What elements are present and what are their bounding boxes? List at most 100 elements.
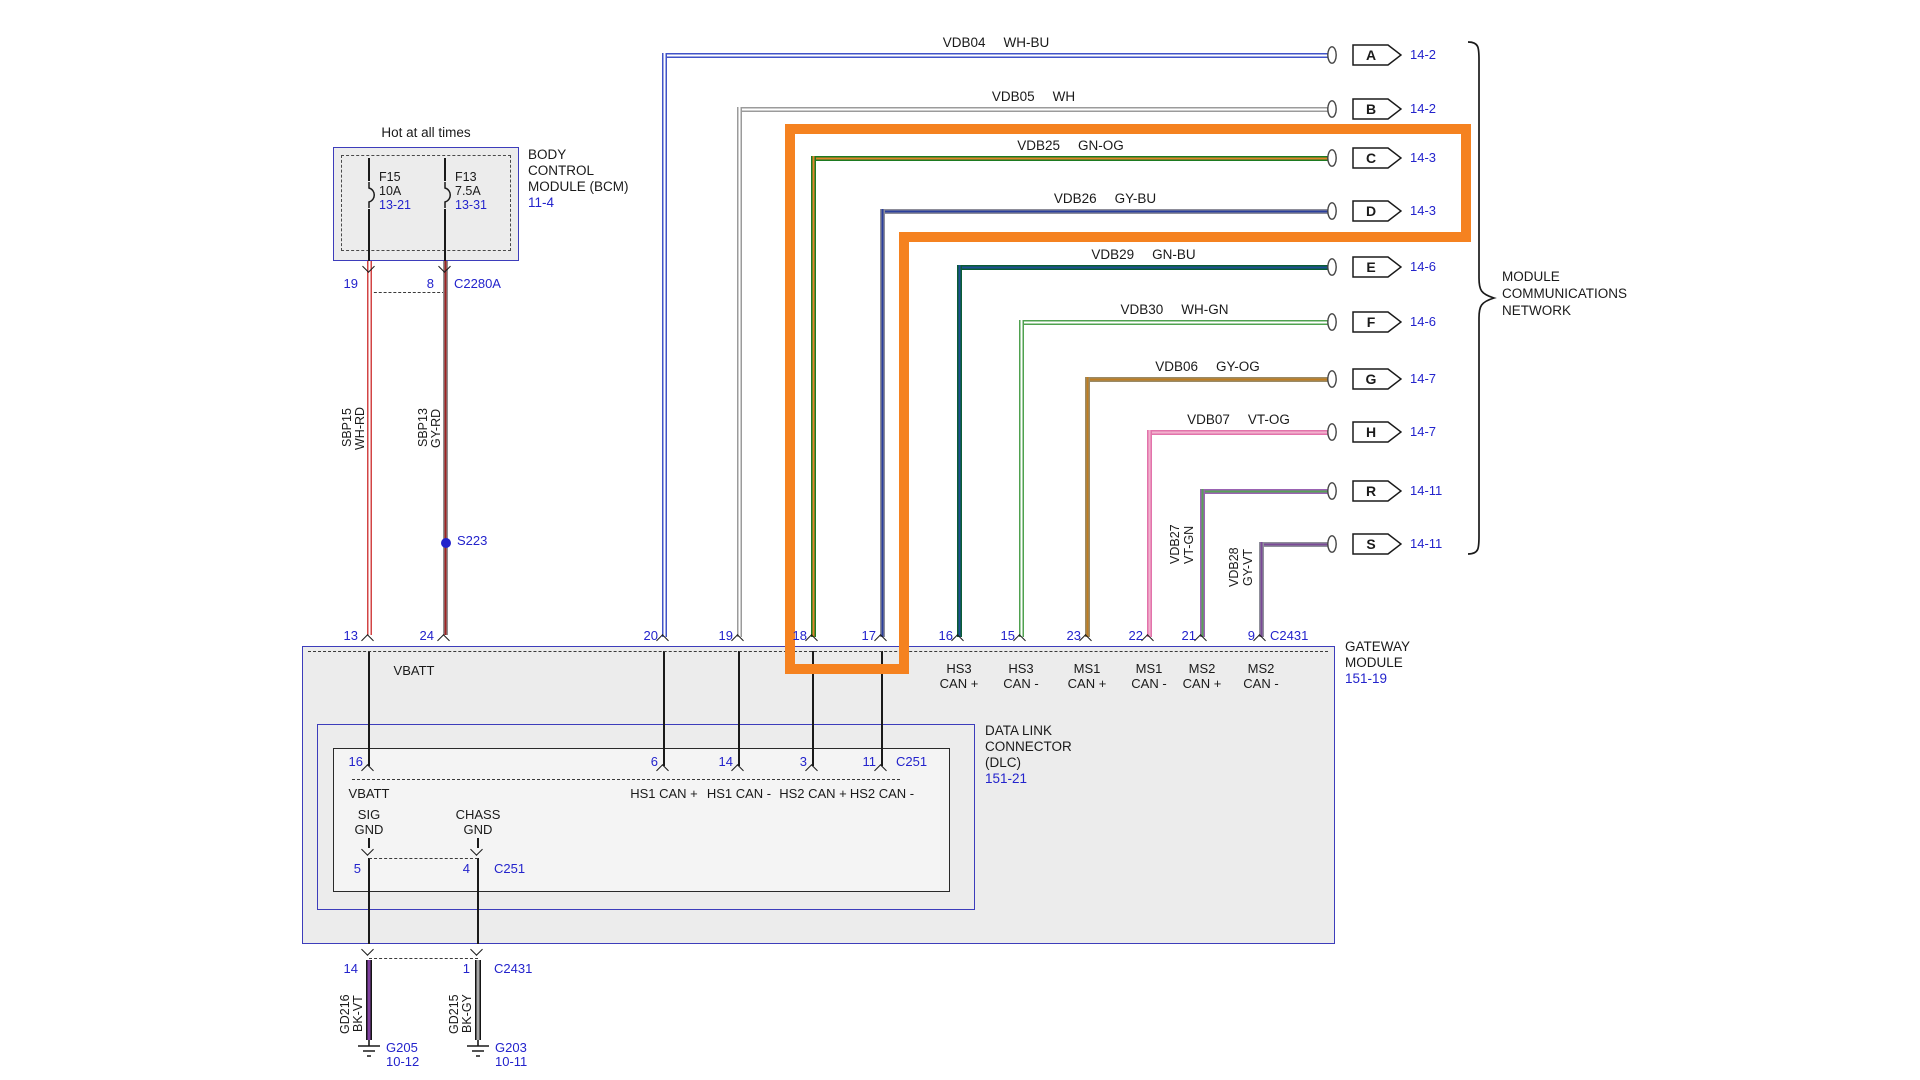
wire-arrow-icon: [361, 634, 374, 647]
highlight-bottom: [785, 664, 909, 674]
wire-vdb28-h: [1261, 541, 1328, 547]
gateway-signal-line1: HS3: [946, 661, 972, 676]
fuse-lead: [444, 158, 446, 181]
offpage-page-ref: 14-6: [1410, 259, 1437, 274]
offpage-connector-A: A: [1352, 44, 1403, 66]
gateway-signal-line1: HS3: [1008, 661, 1034, 676]
connector-id: C251: [896, 754, 928, 769]
wire-circuit-label: SBP13: [416, 408, 430, 448]
wire-arrow-icon: [951, 634, 964, 647]
offpage-connector-letter: A: [1365, 47, 1377, 63]
ground-icon: [354, 1040, 384, 1062]
gateway-signal-line2: CAN -: [1003, 675, 1039, 691]
offpage-page-ref: 14-6: [1410, 314, 1437, 329]
dlc-pin-number: 11: [862, 754, 877, 769]
wire-arrow-icon: [470, 943, 483, 956]
dlc-name: (DLC): [985, 755, 1021, 770]
wire-vdb05-v: [736, 106, 742, 637]
gateway-name: MODULE: [1345, 655, 1403, 670]
dlc-signal-label: HS1 CAN +: [630, 786, 698, 801]
wire-circuit-label: VDB25: [1017, 138, 1061, 153]
gateway-signal-line2: CAN +: [939, 675, 979, 691]
wire-color-label: GY-RD: [429, 408, 443, 448]
gateway-pin-number: 17: [861, 628, 876, 643]
wire-arrow-icon: [1013, 634, 1026, 647]
wire-vdb27-h: [1202, 488, 1328, 494]
splice-dot: [440, 538, 451, 548]
wire-circuit-label: SBP15: [340, 408, 354, 448]
wire-arrow-icon: [1079, 634, 1092, 647]
dlc-pin-number: 6: [650, 754, 658, 769]
twisted-pair-icon: [1325, 257, 1339, 277]
dlc-outer-box: [317, 724, 975, 910]
wire-arrow-icon: [438, 260, 451, 273]
highlight-outer-left: [785, 124, 795, 674]
dlc-signal-label: HS2 CAN +: [779, 786, 847, 801]
ground-id: G205: [386, 1040, 418, 1055]
fuse-page-ref: 13-31: [455, 198, 487, 212]
offpage-connector-G: G: [1352, 368, 1403, 390]
wire-color-label: WH: [1052, 89, 1076, 104]
wire-color-label: GN-BU: [1152, 247, 1196, 262]
fuse-page-ref: 13-21: [379, 198, 411, 212]
ground-icon: [463, 1040, 493, 1062]
wire-label: VDB29 GN-BU: [959, 247, 1328, 262]
wire-arrow-icon: [437, 634, 450, 647]
wire-vdb30-v: [1018, 319, 1024, 637]
chass-gnd-line2: GND: [463, 821, 493, 837]
power-note: Hot at all times: [381, 125, 471, 140]
offpage-connector-letter: B: [1365, 101, 1377, 117]
offpage-connector-letter: G: [1365, 371, 1377, 387]
ground-page-ref: 10-12: [386, 1054, 420, 1069]
wire-circuit-label: VDB29: [1091, 247, 1135, 262]
fuse-lead: [444, 209, 446, 261]
internal-wire: [663, 651, 665, 766]
twisted-pair-icon: [1325, 148, 1339, 168]
wire-gd215: [475, 960, 481, 1040]
wire-vdb26-v: [879, 208, 885, 637]
network-label: MODULE: [1502, 269, 1560, 284]
wire-arrow-icon: [1253, 634, 1266, 647]
gateway-vbatt-label: VBATT: [393, 663, 435, 678]
connector-dashed-line: [369, 292, 445, 293]
gateway-signal-line2: CAN +: [1067, 675, 1107, 691]
ground-lead: [368, 858, 370, 944]
ground-lead: [477, 858, 479, 944]
offpage-connector-letter: S: [1366, 536, 1376, 552]
wire-vdb29-v: [956, 264, 962, 637]
bcm-page-ref: 11-4: [528, 195, 555, 210]
wire-color-label: VT-GN: [1182, 525, 1196, 564]
twisted-pair-icon: [1325, 312, 1339, 332]
wire-arrow-icon: [1194, 634, 1207, 647]
wire-circuit-label: GD215: [447, 994, 461, 1034]
dlc-signal-label: HS2 CAN -: [849, 786, 915, 801]
network-brace: [1462, 40, 1498, 564]
internal-wire: [368, 651, 370, 766]
wire-vdb26-h: [882, 208, 1328, 214]
gateway-signal-line1: MS2: [1188, 661, 1216, 676]
chass-gnd-line1: CHASS: [455, 807, 501, 822]
offpage-connector-E: E: [1352, 256, 1403, 278]
gateway-pin-number: 1: [462, 961, 470, 976]
offpage-page-ref: 14-11: [1410, 536, 1443, 551]
sig-gnd-label: SIG GND: [341, 807, 397, 837]
twisted-pair-icon: [1325, 534, 1339, 554]
connector-dashed-line: [369, 958, 478, 959]
dlc-signal-label: HS1 CAN -: [706, 786, 772, 801]
fuse-id: F15: [379, 170, 401, 184]
twisted-pair-icon: [1325, 481, 1339, 501]
wire-sbp13: [442, 261, 448, 635]
wire-vdb25-h: [813, 155, 1328, 161]
wire-arrow-icon: [874, 634, 887, 647]
ground-lead: [477, 838, 479, 848]
internal-wire: [881, 651, 883, 766]
gateway-signal-line2: CAN -: [1243, 675, 1279, 691]
